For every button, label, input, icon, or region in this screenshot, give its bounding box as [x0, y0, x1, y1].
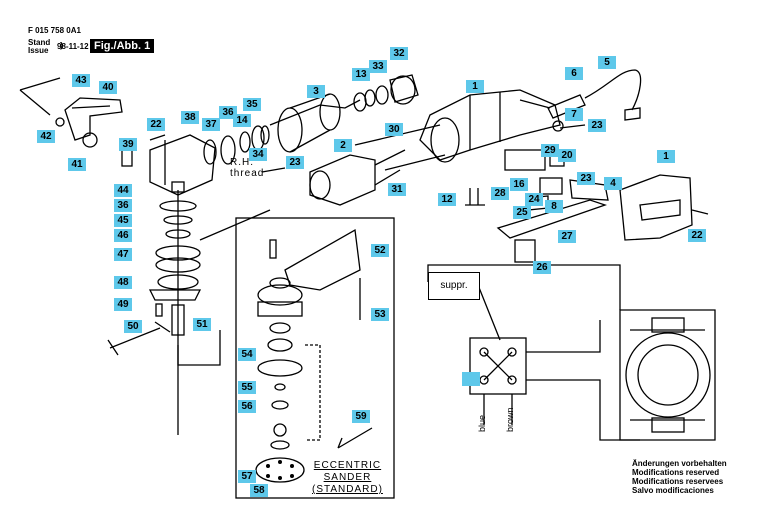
callout-1a: 1 [466, 80, 484, 93]
callout-42: 42 [37, 130, 55, 143]
callout-23b: 23 [588, 119, 606, 132]
ecc-line1: ECCENTRIC [313, 460, 382, 471]
callout-39: 39 [119, 138, 137, 151]
callout-29: 29 [541, 144, 559, 157]
callout-1b: 1 [657, 150, 675, 163]
callout-59: 59 [352, 410, 370, 423]
rh-line1: R.H. [230, 157, 254, 168]
callout-7: 7 [565, 108, 583, 121]
callout-24: 24 [525, 193, 543, 206]
callout-25: 25 [513, 206, 531, 219]
callout-46: 46 [114, 229, 132, 242]
callout-4: 4 [604, 177, 622, 190]
suppressor-box: suppr. [428, 272, 480, 300]
callout-33: 33 [369, 60, 387, 73]
callout-2: 2 [334, 139, 352, 152]
modifications-note: Änderungen vorbehalten Modifications res… [632, 459, 727, 495]
callout-32: 32 [390, 47, 408, 60]
callout-41: 41 [68, 158, 86, 171]
callout-36a: 36 [219, 106, 237, 119]
wire-blue-label: blue [477, 414, 487, 432]
callout-8: 8 [545, 200, 563, 213]
callout-34: 34 [249, 148, 267, 161]
callout-26: 26 [533, 261, 551, 274]
callout-13: 13 [352, 68, 370, 81]
callout-23a: 23 [286, 156, 304, 169]
note-line-es: Salvo modificaciones [632, 486, 714, 495]
part-number: F 015 758 0A1 [28, 26, 81, 35]
rh-thread-note: R.H. thread [230, 157, 264, 179]
callout-22b: 22 [688, 229, 706, 242]
callout-57: 57 [238, 470, 256, 483]
callout-56: 56 [238, 400, 256, 413]
wire-brown-label: brown [505, 407, 515, 432]
callout-36b: 36 [114, 199, 132, 212]
callout-44: 44 [114, 184, 132, 197]
callout-48: 48 [114, 276, 132, 289]
callout-14: 14 [233, 114, 251, 127]
callout-23c: 23 [577, 172, 595, 185]
note-line-de: Änderungen vorbehalten [632, 459, 727, 468]
callout-6: 6 [565, 67, 583, 80]
callout-45: 45 [114, 214, 132, 227]
eccentric-sander-caption: ECCENTRIC SANDER (STANDARD) [312, 460, 383, 496]
callout-54: 54 [238, 348, 256, 361]
callout-5: 5 [598, 56, 616, 69]
callout-49: 49 [114, 298, 132, 311]
ecc-line2: SANDER [323, 472, 372, 483]
callout-52: 52 [371, 244, 389, 257]
callout-38: 38 [181, 111, 199, 124]
callout-37: 37 [202, 118, 220, 131]
note-line-en: Modifications reserved [632, 468, 720, 477]
stand-label: Stand [28, 38, 51, 47]
callout-40: 40 [99, 81, 117, 94]
figure-label: Fig./Abb. 1 [90, 39, 155, 53]
callout-58: 58 [250, 484, 268, 497]
callout-22a: 22 [147, 118, 165, 131]
issue-label: Issue [28, 46, 49, 55]
issue-date: 98-11-12 [57, 42, 89, 51]
callout-27: 27 [558, 230, 576, 243]
ecc-line3: (STANDARD) [312, 484, 383, 495]
callout-30: 30 [385, 123, 403, 136]
callout-55: 55 [238, 381, 256, 394]
callout-16: 16 [510, 178, 528, 191]
callout-31: 31 [388, 183, 406, 196]
callout-3: 3 [307, 85, 325, 98]
callout-28: 28 [491, 187, 509, 200]
callout-20: 20 [558, 149, 576, 162]
callout-53: 53 [371, 308, 389, 321]
callout-47: 47 [114, 248, 132, 261]
callout-43: 43 [72, 74, 90, 87]
brace: } [60, 41, 64, 50]
callout-35: 35 [243, 98, 261, 111]
callout-12: 12 [438, 193, 456, 206]
callout-50: 50 [124, 320, 142, 333]
note-line-fr: Modifications reservees [632, 477, 724, 486]
callout-51: 51 [193, 318, 211, 331]
rh-line2: thread [230, 168, 265, 179]
